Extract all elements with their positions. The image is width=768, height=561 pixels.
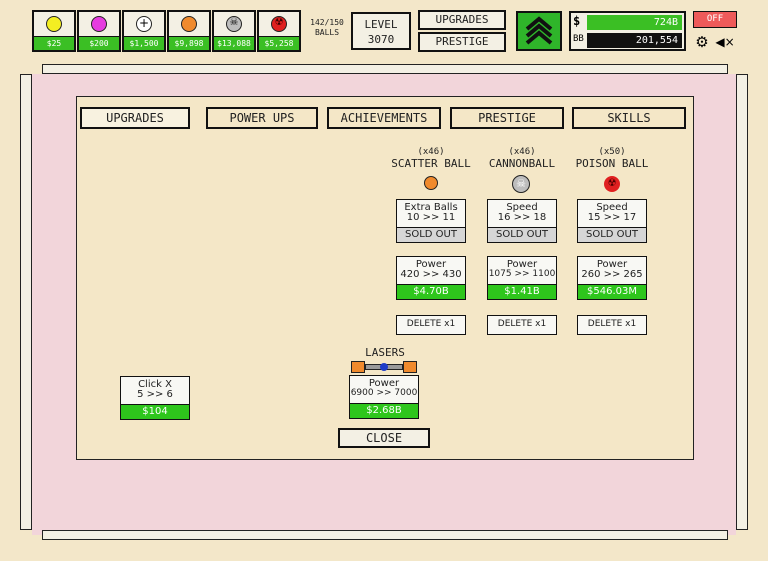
ball-count-value: 142/150 — [310, 18, 344, 27]
lasers-label: LASERS — [365, 346, 405, 359]
upgrade-value: 16 >> 18 — [497, 212, 547, 223]
delete-poison-ball-button[interactable]: DELETE x1 — [577, 315, 647, 335]
ball-price: $25 — [34, 36, 74, 50]
sold-out-label: SOLD OUT — [578, 227, 646, 242]
buy-crosshair-ball-button[interactable]: + $1,500 — [122, 10, 166, 52]
pink-ball-icon — [91, 16, 107, 32]
poison-ball-header: (x50) POISON BALL — [576, 147, 649, 170]
ball-name: POISON BALL — [575, 157, 649, 170]
bb-label: BB — [573, 34, 584, 44]
delete-scatter-ball-button[interactable]: DELETE x1 — [396, 315, 466, 335]
crosshair-ball-icon: + — [136, 16, 152, 32]
ball-count-label: (x46) — [508, 147, 536, 157]
upgrade-value: 260 >> 265 — [581, 269, 643, 280]
sold-out-label: SOLD OUT — [488, 227, 556, 242]
buy-yellow-ball-button[interactable]: $25 — [32, 10, 76, 52]
upgrade-value: 5 >> 6 — [137, 389, 173, 400]
ball-price: $13,088 — [214, 36, 254, 50]
tab-skills[interactable]: SKILLS — [572, 107, 686, 129]
money-value: 724B — [587, 15, 682, 30]
upgrade-value: 420 >> 430 — [400, 269, 462, 280]
chevrons-up-icon — [525, 16, 553, 45]
scatter-ball-header: (x46) SCATTER BALL — [391, 147, 470, 170]
ball-price: $200 — [79, 36, 119, 50]
rank-up-button[interactable] — [516, 11, 562, 51]
sold-out-label: SOLD OUT — [397, 227, 465, 242]
close-button[interactable]: CLOSE — [338, 428, 430, 448]
scatter-ball-icon — [424, 176, 438, 190]
upgrade-title: Power — [415, 259, 447, 270]
top-bar: $25 $200 + $1,500 $9,898 ☠ $13,088 ☢ $5,… — [0, 0, 768, 60]
upgrade-value: 10 >> 11 — [406, 212, 456, 223]
laser-icon — [351, 361, 417, 373]
poison-ball-icon: ☢ — [271, 16, 287, 32]
off-toggle[interactable]: OFF — [693, 11, 737, 28]
buy-skull-ball-button[interactable]: ☠ $13,088 — [212, 10, 256, 52]
buy-scatter-ball-button[interactable]: $9,898 — [167, 10, 211, 52]
ball-count-label: (x50) — [598, 147, 626, 157]
scatter-ball-icon — [181, 16, 197, 32]
yellow-ball-icon — [46, 16, 62, 32]
left-rail — [20, 74, 32, 530]
ball-price: $1,500 — [124, 36, 164, 50]
ball-count-label: (x46) — [417, 147, 445, 157]
prestige-button[interactable]: PRESTIGE — [418, 32, 506, 52]
buy-poison-ball-button[interactable]: ☢ $5,258 — [257, 10, 301, 52]
money-symbol: $ — [573, 14, 581, 28]
buy-pink-ball-button[interactable]: $200 — [77, 10, 121, 52]
upgrade-cost: $546.03M — [578, 284, 646, 299]
mute-icon[interactable]: ◀× — [715, 35, 735, 49]
upgrades-button[interactable]: UPGRADES — [418, 10, 506, 30]
top-rail — [42, 64, 728, 74]
gear-icon[interactable]: ⚙ — [695, 33, 709, 51]
skull-ball-icon: ☠ — [512, 175, 530, 193]
ball-count: 142/150 BALLS — [307, 18, 347, 38]
upgrade-title: Power — [506, 259, 538, 270]
upgrade-title: Power — [368, 378, 400, 389]
skull-ball-icon: ☠ — [226, 16, 242, 32]
upgrade-title: Extra Balls — [404, 202, 458, 213]
right-rail — [736, 74, 748, 530]
ball-name: SCATTER BALL — [391, 157, 471, 170]
level-display: LEVEL 3070 — [351, 12, 411, 50]
upgrade-title: Power — [596, 259, 628, 270]
upgrade-cost: $4.70B — [397, 284, 465, 299]
level-value: 3070 — [367, 33, 395, 46]
tab-prestige[interactable]: PRESTIGE — [450, 107, 564, 129]
poison-ball-icon: ☢ — [604, 176, 620, 192]
cannonball-header: (x46) CANNONBALL — [487, 147, 557, 170]
ball-price: $5,258 — [259, 36, 299, 50]
upgrade-cost: $104 — [121, 404, 189, 419]
ball-price: $9,898 — [169, 36, 209, 50]
currency-panel: $ 724B BB 201,554 — [569, 11, 686, 51]
tab-power-ups[interactable]: POWER UPS — [206, 107, 318, 129]
upgrade-cost: $1.41B — [488, 284, 556, 299]
bb-value: 201,554 — [587, 33, 682, 48]
delete-cannonball-button[interactable]: DELETE x1 — [487, 315, 557, 335]
upgrade-title: Speed — [506, 202, 538, 213]
ball-name: CANNONBALL — [488, 157, 556, 170]
tab-upgrades[interactable]: UPGRADES — [80, 107, 190, 129]
upgrade-value: 1075 >> 1100 — [488, 269, 556, 279]
level-label: LEVEL — [364, 18, 398, 31]
ball-count-label: BALLS — [314, 28, 340, 37]
bottom-rail — [42, 530, 728, 540]
upgrade-value: 6900 >> 7000 — [350, 388, 418, 398]
tab-achievements[interactable]: ACHIEVEMENTS — [327, 107, 441, 129]
upgrade-cost: $2.68B — [350, 403, 418, 418]
upgrade-value: 15 >> 17 — [587, 212, 637, 223]
upgrade-title: Click X — [138, 379, 172, 390]
upgrade-title: Speed — [596, 202, 628, 213]
